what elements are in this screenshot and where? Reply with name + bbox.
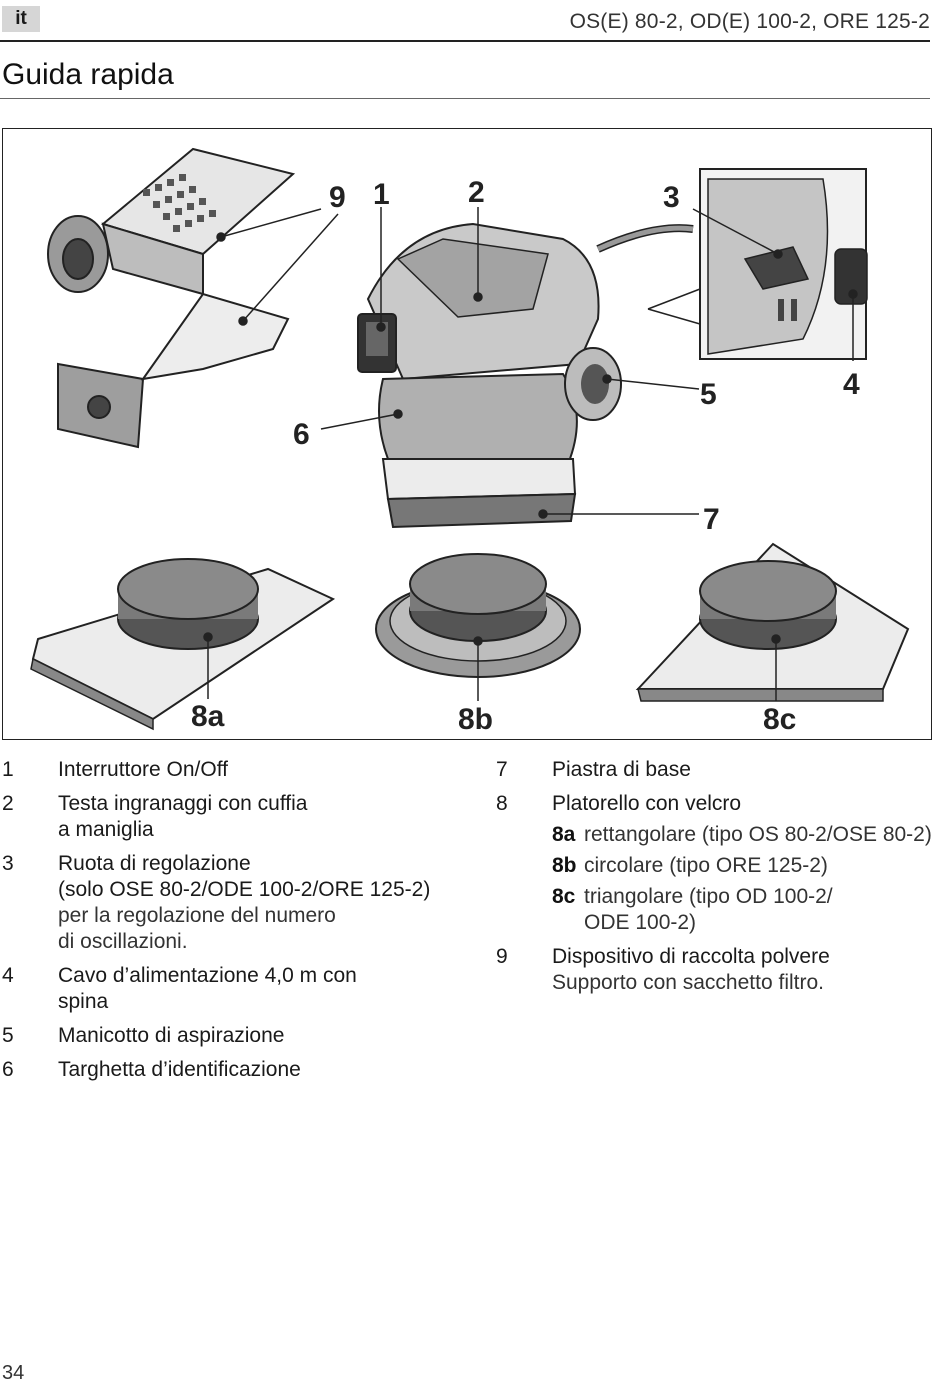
sander-diagram: 9 1 2 3 4 5 6 7 8a 8b 8c xyxy=(30,147,910,736)
legend-item-4: 4 Cavo d’alimentazione 4,0 m con spina xyxy=(2,964,357,1013)
product-illustration: 9 1 2 3 4 5 6 7 8a 8b 8c xyxy=(2,128,932,740)
pad-triangular-illustration xyxy=(635,542,910,702)
legend-right-column: 7 Piastra di base 8 Platorello con velcr… xyxy=(496,757,936,1004)
speed-wheel-inset xyxy=(647,168,868,360)
callout-7: 7 xyxy=(703,503,720,536)
callout-6: 6 xyxy=(293,418,310,451)
page-number: 34 xyxy=(2,1362,25,1384)
title-rule xyxy=(0,98,930,99)
dust-box-illustration xyxy=(47,147,296,296)
callout-8a: 8a xyxy=(191,700,225,733)
legend-item-1: 1 Interruttore On/Off xyxy=(2,758,229,781)
legend-sub-8b: 8b circolare (tipo ORE 125-2) xyxy=(552,854,828,877)
model-title: OS(E) 80-2, OD(E) 100-2, ORE 125-2 xyxy=(569,10,930,33)
legend-item-2: 2 Testa ingranaggi con cuffia a maniglia xyxy=(2,792,308,841)
callout-4: 4 xyxy=(843,368,860,401)
header-rule xyxy=(0,40,930,42)
filter-bag-illustration xyxy=(57,292,290,449)
callout-8b: 8b xyxy=(458,703,493,736)
callout-1: 1 xyxy=(373,178,390,211)
legend-item-9: 9 Dispositivo di raccolta polvere Suppor… xyxy=(496,945,830,994)
callout-3: 3 xyxy=(663,181,680,214)
legend-item-3: 3 Ruota di regolazione (solo OSE 80-2/OD… xyxy=(2,852,431,953)
legend-item-5: 5 Manicotto di aspirazione xyxy=(2,1024,285,1047)
legend-left-column: 1 Interruttore On/Off 2 Testa ingranaggi… xyxy=(2,757,472,1091)
sander-body-illustration xyxy=(357,222,694,529)
callout-8c: 8c xyxy=(763,703,796,736)
language-badge: it xyxy=(2,6,40,32)
callout-9: 9 xyxy=(329,181,346,214)
pad-rectangular-illustration xyxy=(30,558,336,731)
callout-5: 5 xyxy=(700,378,717,411)
legend-item-8: 8 Platorello con velcro 8a rettangolare … xyxy=(496,791,936,936)
callout-2: 2 xyxy=(468,176,485,209)
legend-sub-8a: 8a rettangolare (tipo OS 80-2/OSE 80-2) xyxy=(552,823,932,846)
legend-sub-8c: 8c triangolare (tipo OD 100-2/ ODE 100-2… xyxy=(552,885,833,934)
legend-item-7: 7 Piastra di base xyxy=(496,758,691,781)
page-title: Guida rapida xyxy=(2,58,174,91)
legend-item-6: 6 Targhetta d’identificazione xyxy=(2,1058,301,1081)
